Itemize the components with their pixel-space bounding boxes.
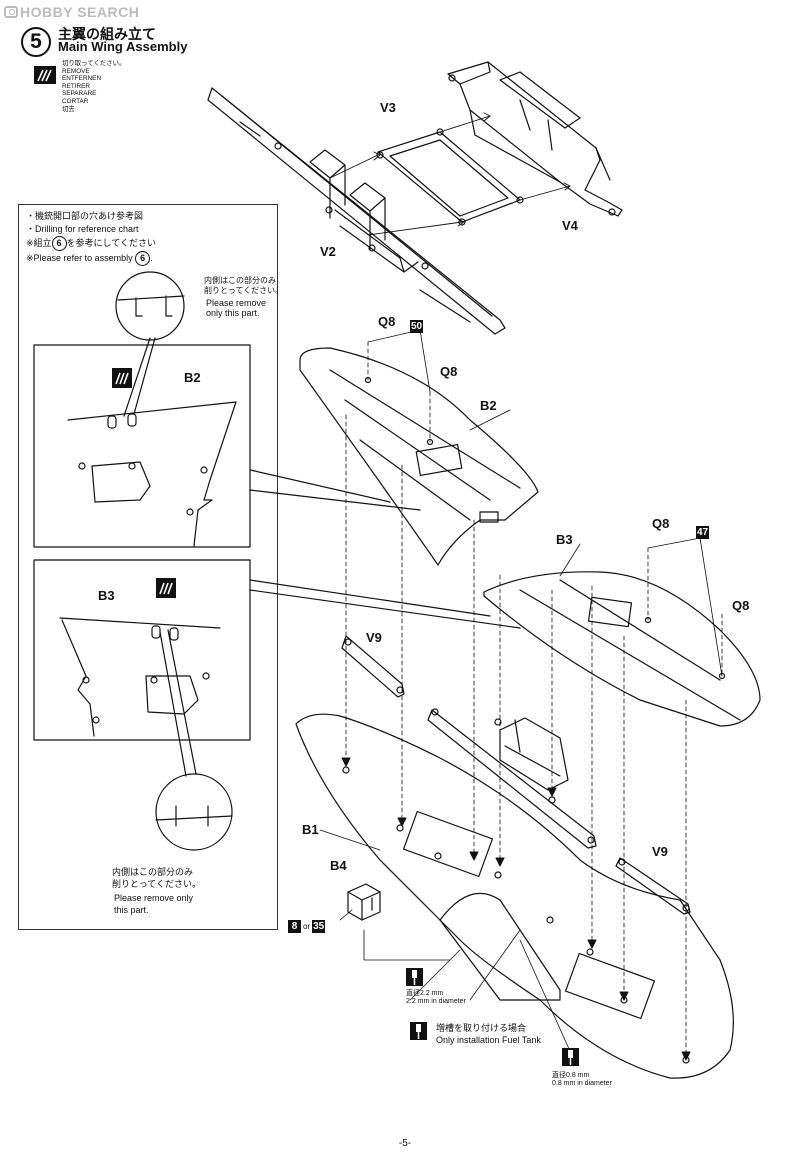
step-title-ja: 主翼の組み立て: [58, 27, 156, 43]
label-v9-b: V9: [652, 844, 668, 859]
note-en-2: Please remove only this part.: [114, 893, 194, 915]
label-q8-b: Q8: [440, 364, 458, 379]
label-b4: B4: [330, 858, 347, 873]
part-b2-wing: [299, 347, 539, 566]
label-b3-detail: B3: [98, 588, 115, 603]
part-v4-frame: [447, 61, 623, 217]
label-v3: V3: [380, 100, 396, 115]
legend-es: CORTAR: [62, 97, 89, 105]
legend-en: REMOVE: [62, 67, 90, 75]
reference-line-1: ・機銃開口部の穴あけ参考図: [26, 211, 144, 221]
detail-b2-drilling: [33, 271, 421, 548]
step-number: 5: [21, 27, 51, 57]
note-ja-2: 内側はこの部分のみ 削りとってください。: [112, 867, 202, 889]
camera-icon: [4, 6, 18, 18]
note-en-1: Please remove only this part.: [206, 298, 267, 318]
label-q8-c: Q8: [652, 516, 670, 531]
part-v3-frame: [376, 128, 524, 226]
part-b4-box: [347, 883, 381, 921]
part-v2-bracket: [207, 87, 506, 335]
part-b1-wing: [295, 713, 734, 1079]
reference-text: ・機銃開口部の穴あけ参考図 ・Drilling for reference ch…: [26, 210, 156, 266]
fuel-tank-note: 増槽を取り付ける場合 Only installation Fuel Tank: [436, 1023, 541, 1045]
color-ref-50: 50: [410, 320, 423, 333]
legend-ja: 切り取ってください。: [62, 60, 126, 67]
drilling-reference-panel: [18, 204, 278, 930]
legend-it: SEPARARE: [62, 90, 97, 98]
assembly-ref-en: 6: [135, 251, 151, 266]
label-v2: V2: [320, 244, 336, 259]
watermark-text: HOBBY SEARCH: [20, 4, 140, 20]
part-v9-left: [341, 635, 405, 698]
label-q8-a: Q8: [378, 314, 396, 329]
legend-zh: 切去: [62, 105, 75, 113]
part-center-bracket: [427, 708, 597, 849]
legend-fr: RETIRER: [62, 82, 91, 90]
drill-2-2mm: 直径2.2 mm 2.2 mm in diameter: [406, 990, 466, 1005]
cut-icon: [34, 66, 56, 84]
cut-icon: [156, 578, 176, 598]
reference-line-4: ※Please refer to assembly 6.: [26, 251, 156, 266]
detail-b3-drilling: [33, 559, 521, 851]
color-ref-35: 35: [312, 920, 326, 933]
watermark-logo: HOBBY SEARCH: [4, 4, 139, 20]
label-q8-d: Q8: [732, 598, 750, 613]
label-b2-detail: B2: [184, 370, 201, 385]
reference-line-2: ・Drilling for reference chart: [26, 224, 139, 234]
drill-0-8mm: 直径0.8 mm 0.8 mm in diameter: [552, 1072, 612, 1087]
cut-icon: [112, 368, 132, 388]
page-number: -5-: [398, 1138, 412, 1149]
remove-legend: 切り取ってください。 REMOVE ENTFERNEN RETIRER SEPA…: [62, 60, 125, 113]
drill-icon: [406, 968, 423, 986]
label-v9-a: V9: [366, 630, 382, 645]
color-ref-47: 47: [696, 526, 709, 539]
color-ref-8-or-35: 8 or 35: [288, 920, 326, 933]
step-title-en: Main Wing Assembly: [58, 39, 188, 54]
drill-icon: [562, 1048, 579, 1066]
legend-de: ENTFERNEN: [62, 75, 102, 83]
note-ja-1: 内側はこの部分のみ 削りとってください。: [204, 276, 284, 295]
part-b3-wing: [483, 571, 761, 727]
label-v4: V4: [562, 218, 578, 233]
label-b3: B3: [556, 532, 573, 547]
label-b1: B1: [302, 822, 319, 837]
drill-icon: [410, 1022, 427, 1040]
label-b2: B2: [480, 398, 497, 413]
assembly-ref-ja: 6: [51, 236, 67, 251]
color-ref-8: 8: [288, 920, 301, 933]
